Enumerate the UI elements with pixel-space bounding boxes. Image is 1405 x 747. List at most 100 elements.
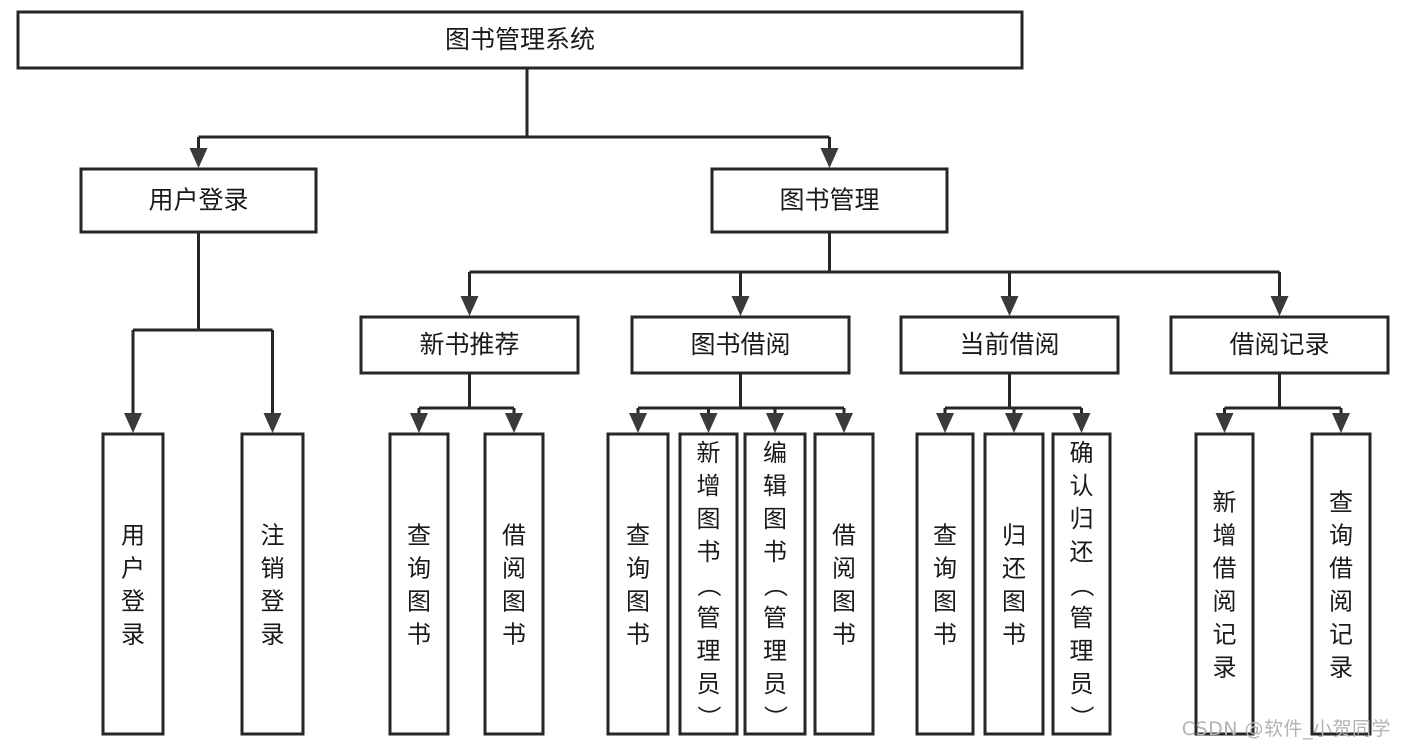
node-new-book-recommend[interactable]: 新书推荐 [359,315,580,375]
svg-text:新: 新 [1213,489,1237,517]
arrow-head-icon [1215,413,1234,433]
node-leaf-confirm-return-admin-box[interactable] [1051,432,1112,736]
svg-text:登: 登 [121,588,145,616]
svg-text:用: 用 [121,522,145,550]
root-node[interactable]: 图书管理系统 [16,10,1024,70]
node-leaf-add-book-admin-box[interactable] [678,432,739,736]
svg-text:认: 认 [1070,472,1094,500]
svg-text:）: ） [695,705,723,729]
node-user-login-box[interactable] [79,167,318,234]
node-leaf-user-login[interactable]: 用户登录 [101,432,165,736]
svg-text:阅: 阅 [1329,588,1353,616]
node-book-manage[interactable]: 图书管理 [710,167,949,234]
node-leaf-add-borrow-record-box[interactable] [1194,432,1255,736]
arrow-head-icon [189,148,208,168]
node-leaf-query-book-borrow-box[interactable] [606,432,670,736]
arrow-head-icon [766,413,784,433]
svg-text:录: 录 [1329,654,1353,682]
node-layer: 图书管理系统用户登录图书管理新书推荐图书借阅当前借阅借阅记录用户登录注销登录查询… [16,10,1390,736]
node-new-book-recommend-box[interactable] [359,315,580,375]
svg-text:登: 登 [261,588,285,616]
node-book-borrow-label: 图书借阅 [690,330,790,359]
svg-text:新: 新 [697,439,721,467]
svg-text:阅: 阅 [1213,588,1237,616]
node-leaf-edit-book-admin-box[interactable] [743,432,807,736]
svg-text:辑: 辑 [763,472,787,500]
arrow-head-icon [936,413,954,433]
svg-text:图: 图 [407,588,431,616]
arrow-head-icon [1072,413,1091,433]
svg-text:编: 编 [763,439,787,467]
svg-text:图: 图 [933,588,957,616]
arrow-head-icon [505,413,523,433]
svg-text:录: 录 [1213,654,1237,682]
svg-text:（: （ [761,573,789,597]
node-book-borrow-box[interactable] [630,315,851,375]
arrow-head-icon [1000,296,1019,316]
svg-text:查: 查 [1329,489,1353,517]
arrow-head-icon [263,413,282,433]
arrow-head-icon [820,148,839,168]
node-leaf-user-login-box[interactable] [101,432,165,736]
svg-text:增: 增 [1213,522,1237,550]
svg-text:管: 管 [1070,604,1094,632]
node-borrow-record-box[interactable] [1169,315,1390,375]
svg-text:借: 借 [832,522,856,550]
svg-text:借: 借 [502,522,526,550]
node-leaf-borrow-book-box[interactable] [813,432,875,736]
node-borrow-record-label: 借阅记录 [1229,330,1329,359]
node-user-login[interactable]: 用户登录 [79,167,318,234]
node-borrow-record[interactable]: 借阅记录 [1169,315,1390,375]
svg-text:询: 询 [1329,522,1353,550]
node-book-borrow[interactable]: 图书借阅 [630,315,851,375]
node-current-borrow-box[interactable] [899,315,1120,375]
svg-text:书: 书 [502,621,526,649]
node-leaf-query-borrow-record-box[interactable] [1310,432,1372,736]
svg-text:员: 员 [697,670,721,698]
node-current-borrow[interactable]: 当前借阅 [899,315,1120,375]
node-leaf-return-book-box[interactable] [983,432,1045,736]
svg-text:书: 书 [697,538,721,566]
svg-text:书: 书 [407,621,431,649]
root-node-box[interactable] [16,10,1024,70]
svg-text:阅: 阅 [502,555,526,583]
node-leaf-query-book-current-box[interactable] [915,432,975,736]
svg-text:询: 询 [407,555,431,583]
node-book-manage-label: 图书管理 [779,186,879,215]
svg-text:（: （ [695,573,723,597]
node-leaf-logout-login-box[interactable] [240,432,305,736]
svg-text:阅: 阅 [832,555,856,583]
node-book-manage-box[interactable] [710,167,949,234]
svg-text:记: 记 [1329,621,1353,649]
svg-text:书: 书 [763,538,787,566]
node-leaf-borrow-book-recommend-box[interactable] [483,432,545,736]
arrow-head-icon [1270,296,1289,316]
node-current-borrow-label: 当前借阅 [959,330,1059,359]
svg-text:归: 归 [1070,505,1094,533]
svg-text:员: 员 [763,670,787,698]
node-leaf-query-book-recommend-box[interactable] [388,432,450,736]
